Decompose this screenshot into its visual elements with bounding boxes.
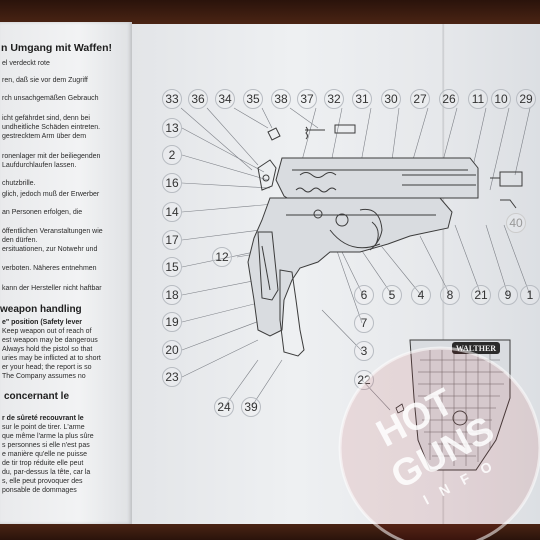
german-line: glich, jedoch muß der Erwerber (2, 191, 100, 198)
magazine-part (257, 231, 279, 301)
part-number-18: 18 (162, 285, 182, 305)
part-number-40: 40 (506, 213, 526, 233)
part-number-20: 20 (162, 340, 182, 360)
german-line: verboten. Näheres entnehmen (2, 265, 97, 272)
instructions-panel: n Umgang mit Waffen! el verdeckt rote re… (0, 22, 132, 524)
english-line: est weapon may be dangerous (2, 337, 98, 344)
part-number-26: 26 (439, 89, 459, 109)
part-number-22: 22 (354, 370, 374, 390)
part-number-36: 36 (188, 89, 208, 109)
german-line: öffentlichen Veranstaltungen wie (2, 228, 103, 235)
frame-part (247, 197, 453, 337)
english-heading: weapon handling (0, 304, 82, 315)
french-line: de tir trop réduite elle peut (2, 460, 84, 467)
part-number-29: 29 (516, 89, 536, 109)
german-line: el verdeckt rote (2, 60, 50, 67)
english-line: The Company assumes no (2, 373, 86, 380)
part-number-35: 35 (243, 89, 263, 109)
german-line: an Personen erfolgen, die (2, 209, 83, 216)
part-number-2: 2 (162, 145, 182, 165)
part-number-30: 30 (381, 89, 401, 109)
part-number-10: 10 (491, 89, 511, 109)
german-line: Laufdurchlaufen lassen. (2, 162, 77, 169)
german-line: den dürfen. (2, 237, 38, 244)
part-number-16: 16 (162, 173, 182, 193)
part-number-33: 33 (162, 89, 182, 109)
french-line: sur le point de tirer. L'arme (2, 424, 85, 431)
trigger-part (359, 208, 383, 251)
german-line: ersituationen, zur Notwehr und (2, 246, 98, 253)
english-subheading: e" position (Safety lever (2, 319, 82, 326)
german-line: rch unsachgemäßen Gebrauch (2, 95, 99, 102)
part-number-9: 9 (498, 285, 518, 305)
part-number-7: 7 (354, 313, 374, 333)
part-number-15: 15 (162, 257, 182, 277)
small-parts (267, 124, 523, 187)
french-heading: concernant le (4, 391, 70, 402)
part-number-4: 4 (411, 285, 431, 305)
part-number-13: 13 (162, 118, 182, 138)
part-number-39: 39 (241, 397, 261, 417)
french-line: ponsable de dommages (2, 487, 77, 494)
part-number-11: 11 (468, 89, 488, 109)
part-number-8: 8 (440, 285, 460, 305)
part-number-19: 19 (162, 312, 182, 332)
english-line: er your head; the report is so (2, 364, 92, 371)
hot-guns-watermark-logo: HOT GUNS INFO (338, 346, 540, 540)
german-line: gestrecktem Arm über dem (2, 133, 87, 140)
german-heading: n Umgang mit Waffen! (1, 42, 113, 54)
part-number-1: 1 (520, 285, 540, 305)
grip-logo-text: WALTHER (456, 344, 496, 353)
wood-table-top (0, 0, 540, 24)
german-line: ronenlager mit der beiliegenden (2, 153, 101, 160)
french-line: du, par-dessus la tête, car la (2, 469, 91, 476)
german-line: icht gefährdet sind, denn bei (2, 115, 90, 122)
part-number-32: 32 (324, 89, 344, 109)
grip-plate: WALTHER (395, 339, 511, 471)
hammer-part (257, 159, 277, 191)
french-line: que même l'arme la plus sûre (2, 433, 94, 440)
english-line: Keep weapon out of reach of (2, 328, 92, 335)
part-number-12: 12 (212, 247, 232, 267)
french-line: s, elle peut provoquer des (2, 478, 83, 485)
part-number-14: 14 (162, 202, 182, 222)
english-line: uries may be inflicted at to short (2, 355, 101, 362)
part-number-17: 17 (162, 230, 182, 250)
part-number-27: 27 (410, 89, 430, 109)
part-number-5: 5 (382, 285, 402, 305)
german-line: kann der Hersteller nicht haftbar (2, 285, 102, 292)
french-line: s personnes si elle n'est pas (2, 442, 90, 449)
part-number-23: 23 (162, 367, 182, 387)
french-subheading: r de sûreté recouvrant le (2, 415, 84, 422)
part-number-24: 24 (214, 397, 234, 417)
part-number-3: 3 (354, 341, 374, 361)
german-line: undheitliche Schäden eintreten. (2, 124, 101, 131)
part-number-37: 37 (297, 89, 317, 109)
paper-fold (442, 24, 445, 524)
small-part-fragment (500, 199, 517, 209)
grip-frame (279, 269, 305, 357)
part-number-6: 6 (354, 285, 374, 305)
wood-table-bottom (0, 524, 540, 540)
french-line: e manière qu'elle ne puisse (2, 451, 88, 458)
part-number-38: 38 (271, 89, 291, 109)
english-line: Always hold the pistol so that (2, 346, 93, 353)
part-number-31: 31 (352, 89, 372, 109)
part-number-21: 21 (471, 285, 491, 305)
german-line: chutzbrille. (2, 180, 36, 187)
part-number-34: 34 (215, 89, 235, 109)
german-line: ren, daß sie vor dem Zugriff (2, 77, 88, 84)
